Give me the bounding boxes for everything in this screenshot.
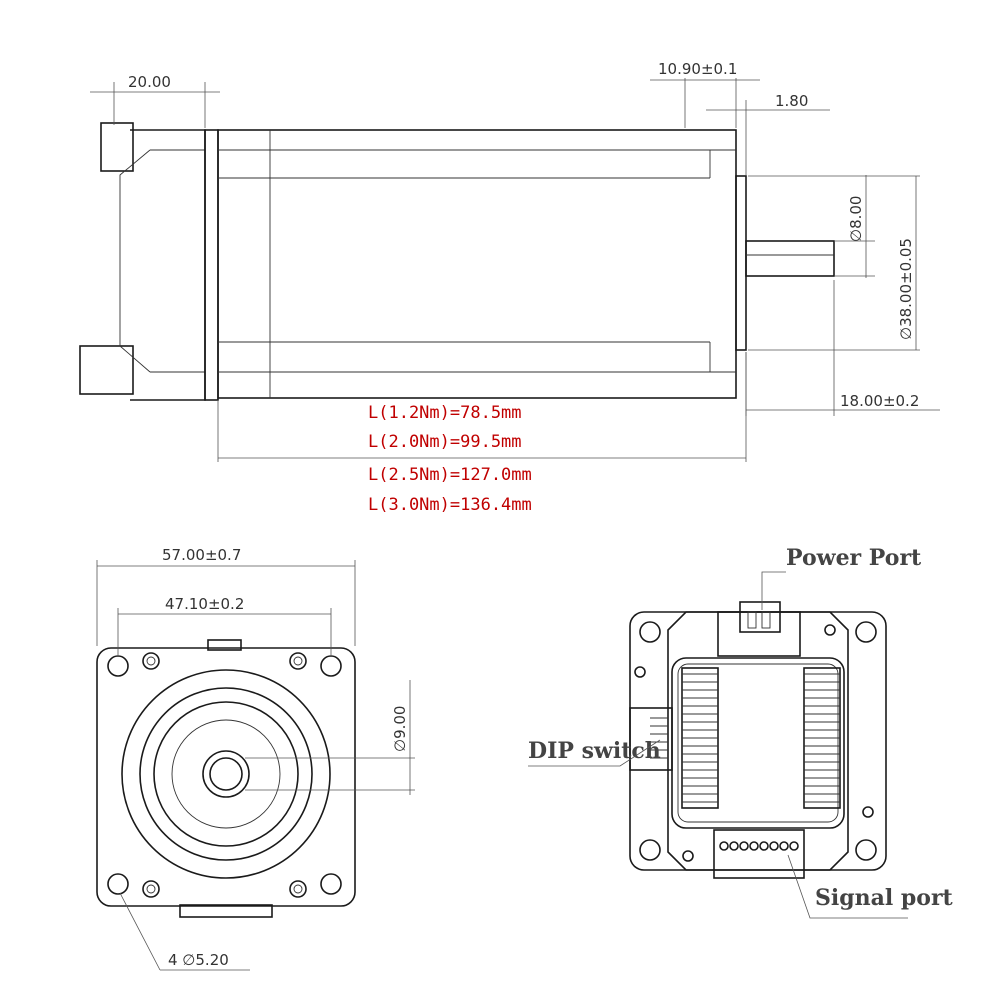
dip-switch <box>629 707 673 771</box>
signal-pin <box>789 841 799 851</box>
rear-mount-hole <box>855 839 877 861</box>
output-shaft <box>745 240 835 277</box>
shaft-outer <box>202 750 250 798</box>
rear-mount-hole <box>639 839 661 861</box>
front-flange <box>96 647 356 907</box>
mount-hole <box>320 873 342 895</box>
length-row: L(1.2Nm)=78.5mm <box>368 403 522 423</box>
signal-pin <box>769 841 779 851</box>
driver-housing <box>667 611 849 871</box>
mount-hole <box>107 655 129 677</box>
bottom-connector-block <box>79 345 134 395</box>
pilot-ring <box>153 701 299 847</box>
length-row: L(3.0Nm)=136.4mm <box>368 495 532 515</box>
dim-hole-spacing: 47.10±0.2 <box>165 595 244 613</box>
dim-shaft-boss: 10.90±0.1 <box>658 60 737 78</box>
step-ring <box>204 129 219 401</box>
driver-board <box>671 657 845 829</box>
motor-body <box>217 129 737 399</box>
signal-port-label: Signal port <box>815 885 954 911</box>
dim-boss-height: 1.80 <box>775 92 808 110</box>
length-row: L(2.5Nm)=127.0mm <box>368 465 532 485</box>
screw <box>142 880 160 898</box>
dim-pilot-dia: ∅38.00±0.05 <box>897 238 915 340</box>
rear-mount-hole <box>639 621 661 643</box>
dim-mount-holes: 4 ∅5.20 <box>168 951 229 969</box>
mount-hole <box>320 655 342 677</box>
top-connector-block <box>100 122 134 172</box>
dim-width: 57.00±0.7 <box>162 546 241 564</box>
signal-pin <box>759 841 769 851</box>
signal-pin <box>719 841 729 851</box>
pilot-boss <box>735 175 747 351</box>
dip-switch-label: DIP switch <box>528 738 661 764</box>
front-view: 57.00±0.7 47.10±0.2 ∅9.00 4 ∅5.20 <box>96 546 415 971</box>
screw <box>289 880 307 898</box>
mount-hole <box>107 873 129 895</box>
signal-pin <box>749 841 759 851</box>
signal-port <box>713 829 805 879</box>
power-port <box>717 611 801 657</box>
dim-bore-dia: ∅9.00 <box>391 706 409 752</box>
signal-pin <box>729 841 739 851</box>
screw <box>142 652 160 670</box>
outer-ring <box>121 669 331 879</box>
side-view: 20.00 10.90±0.1 1.80 ∅8.00 ∅38.00±0.05 1… <box>79 60 940 515</box>
rear-mount-hole <box>855 621 877 643</box>
signal-pin <box>779 841 789 851</box>
screw <box>289 652 307 670</box>
power-port-label: Power Port <box>786 545 922 571</box>
length-row: L(2.0Nm)=99.5mm <box>368 432 522 452</box>
signal-pin <box>739 841 749 851</box>
dim-shaft-dia: ∅8.00 <box>847 196 865 242</box>
dim-shaft-length: 18.00±0.2 <box>840 392 919 410</box>
shaft-bore <box>209 757 243 791</box>
dim-flange-depth: 20.00 <box>128 73 171 91</box>
rear-housing <box>130 129 206 401</box>
rear-view: Power Port DIP switch Signal port <box>528 545 954 919</box>
rear-housing-chamfer <box>119 149 151 373</box>
